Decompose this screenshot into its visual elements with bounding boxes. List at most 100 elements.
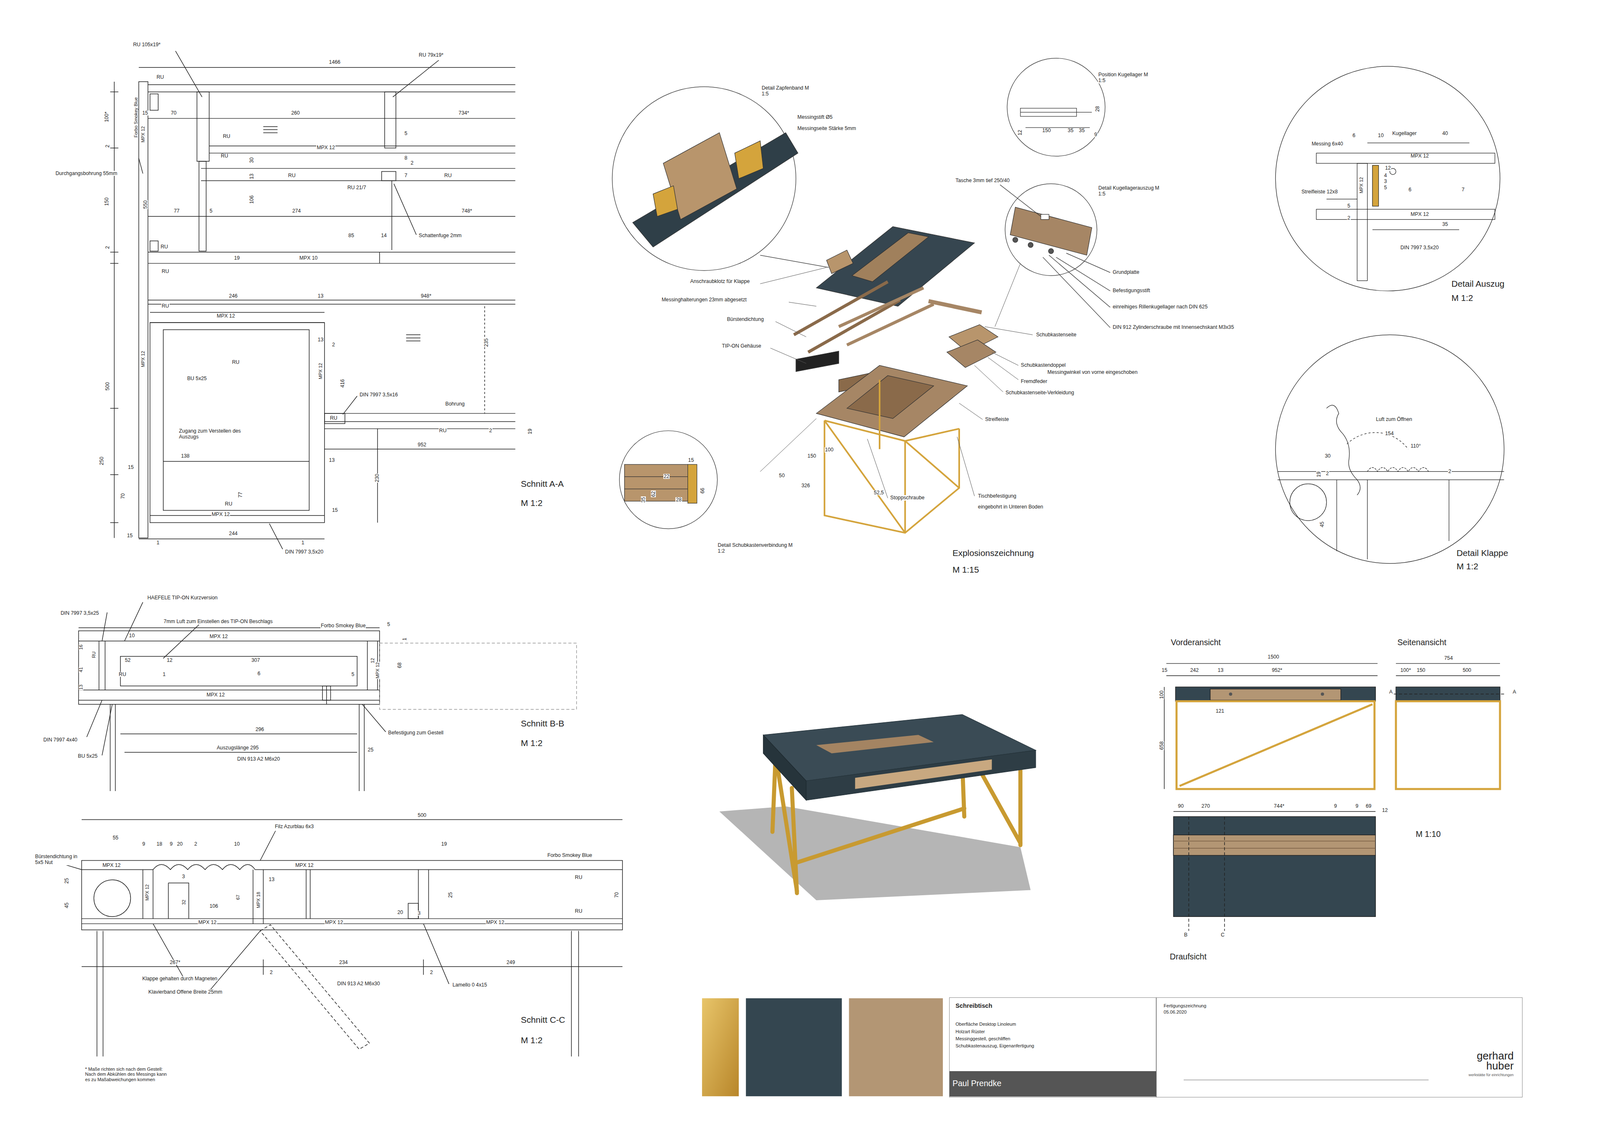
exploded-view-part (612, 86, 796, 271)
dimension-label: 100* (1400, 667, 1412, 673)
view-title: M 1:2 (1456, 562, 1479, 571)
dimension-label: 2 (488, 427, 493, 433)
dimension-label: 9 (169, 841, 174, 847)
dimension-label: DIN 7997 4x40 (42, 737, 78, 743)
section-cc-part (209, 930, 260, 991)
dimension-label: 952 (417, 442, 427, 448)
title-detail: Holzart Rüster (955, 1029, 985, 1034)
view-title: Explosionszeichnung (952, 548, 1035, 558)
desk-rendering-part-part (797, 808, 965, 863)
desk-rendering (719, 714, 1036, 900)
section-cc-part (152, 869, 154, 919)
view-title: Schnitt B-B (520, 719, 565, 728)
section-aa-part (324, 413, 345, 424)
dimension-label: 110° (1410, 443, 1422, 449)
dimension-label: 7 (404, 172, 408, 178)
title-text: gerhard (1452, 1050, 1514, 1061)
dimension-label: 55 (112, 835, 119, 840)
dimension-label: Tasche 3mm tief 250/40 (955, 177, 1010, 183)
exploded-view-part-part (984, 326, 1033, 335)
section-bb-part (120, 656, 358, 686)
dimension-label: 744* (1273, 803, 1285, 809)
dimension-label: Befestigungsstift (1112, 287, 1151, 293)
dimension-label: Befestigung zum Gestell (387, 730, 445, 735)
dimension-label: 13 (1217, 667, 1225, 673)
dimension-label: Detail Schubkastenverbindung M 1:2 (717, 542, 798, 554)
dimension-label: RU (574, 874, 583, 880)
vertical-label: 150 (104, 196, 110, 206)
title-cell: SchreibtischOberfläche Desktop LinoleumH… (949, 997, 1157, 1098)
title-cell: Fertigungszeichnung05.06.2020gerhardhube… (1156, 997, 1523, 1098)
exploded-view-part-part (775, 321, 806, 337)
section-aa-part (324, 421, 516, 422)
vertical-label: 2 (105, 144, 110, 148)
section-cc-part (81, 819, 623, 820)
vertical-label: 77 (237, 491, 243, 498)
section-aa-part (147, 303, 516, 305)
dimension-label: RU (161, 303, 170, 309)
vertical-label: 19 (1316, 470, 1322, 478)
vertical-label: 32 (181, 899, 187, 905)
title-detail: werkstätte für einrichtungen (1452, 1072, 1514, 1077)
dimension-label: Streifleiste (984, 416, 1010, 422)
vertical-label: 500 (105, 381, 110, 391)
orthographic-views-part (1179, 704, 1373, 786)
dimension-label: Grundplatte (1112, 269, 1140, 275)
section-cc-part (260, 924, 370, 1050)
dimension-label: Filz Azurblau 6x3 (274, 823, 315, 829)
desk-rendering-part (763, 734, 807, 800)
section-aa-part (147, 84, 516, 85)
dimension-label: Zugang zum Verstellen des Auszugs (178, 427, 243, 440)
dimension-label: 6 (1352, 132, 1356, 138)
dimension-label: 138 (180, 453, 190, 459)
view-title: M 1:2 (1450, 293, 1474, 303)
title-detail: Messinggestell, geschliffen (955, 1036, 1010, 1041)
dimension-label: 2 (331, 342, 336, 348)
vertical-label: 62 (650, 490, 656, 498)
dimension-label: Auszugslänge 295 (216, 745, 260, 750)
dimension-label: 9 (1333, 803, 1338, 809)
section-cc-part (81, 917, 623, 919)
section-cc-part (142, 869, 143, 919)
section-cc-part (167, 882, 169, 919)
orthographic-views-part (1395, 675, 1500, 676)
dimension-label: Klappe gehalten durch Magneten (141, 975, 218, 981)
dimension-label: 13 (317, 337, 325, 343)
dimension-label: 70 (170, 110, 178, 116)
material-swatches-part (849, 997, 943, 1096)
section-aa-part (393, 183, 417, 235)
dimension-label: 22 (663, 473, 670, 479)
orthographic-views-part (1395, 700, 1500, 789)
dimension-label: 2 (1325, 470, 1330, 476)
vertical-label: MPX 12 (140, 125, 146, 143)
detail-klappe-part (1275, 334, 1505, 564)
section-aa-part (391, 180, 393, 251)
vertical-label: 41 (78, 666, 84, 673)
vertical-label: MPX 12 (145, 883, 150, 901)
section-aa-part (263, 129, 278, 130)
dimension-label: * Maße richten sich nach dem Gestell: Na… (84, 1066, 170, 1083)
vertical-label: MPX 12 (375, 661, 380, 679)
dimension-label: RU (224, 501, 233, 507)
exploded-view-part (1010, 207, 1092, 255)
dimension-label: 1466 (328, 59, 341, 65)
dimension-label: 19 (440, 841, 448, 847)
dimension-label: 2 (1347, 215, 1351, 221)
dimension-label: 948* (420, 293, 432, 299)
orthographic-views-part (1166, 675, 1378, 676)
section-cc-part (102, 930, 104, 1057)
dimension-label: 3 (181, 873, 186, 879)
section-aa-part (384, 91, 396, 148)
section-aa-part (114, 81, 115, 538)
section-cc-part (310, 869, 311, 919)
dimension-label: 20 (397, 909, 404, 915)
dimension-label: RU (443, 172, 453, 178)
title-detail: 05.06.2020 (1163, 1009, 1187, 1015)
exploded-view (612, 58, 1110, 533)
dimension-label: 6 (257, 670, 261, 676)
dimension-label: Messingstift Ø5 (797, 114, 833, 120)
dimension-label: HAEFELE TIP-ON Kurzversion (147, 595, 218, 600)
dimension-label: Stoppschraube (890, 495, 925, 500)
dimension-label: 952* (1271, 667, 1283, 673)
vertical-label: 658 (1159, 740, 1165, 750)
